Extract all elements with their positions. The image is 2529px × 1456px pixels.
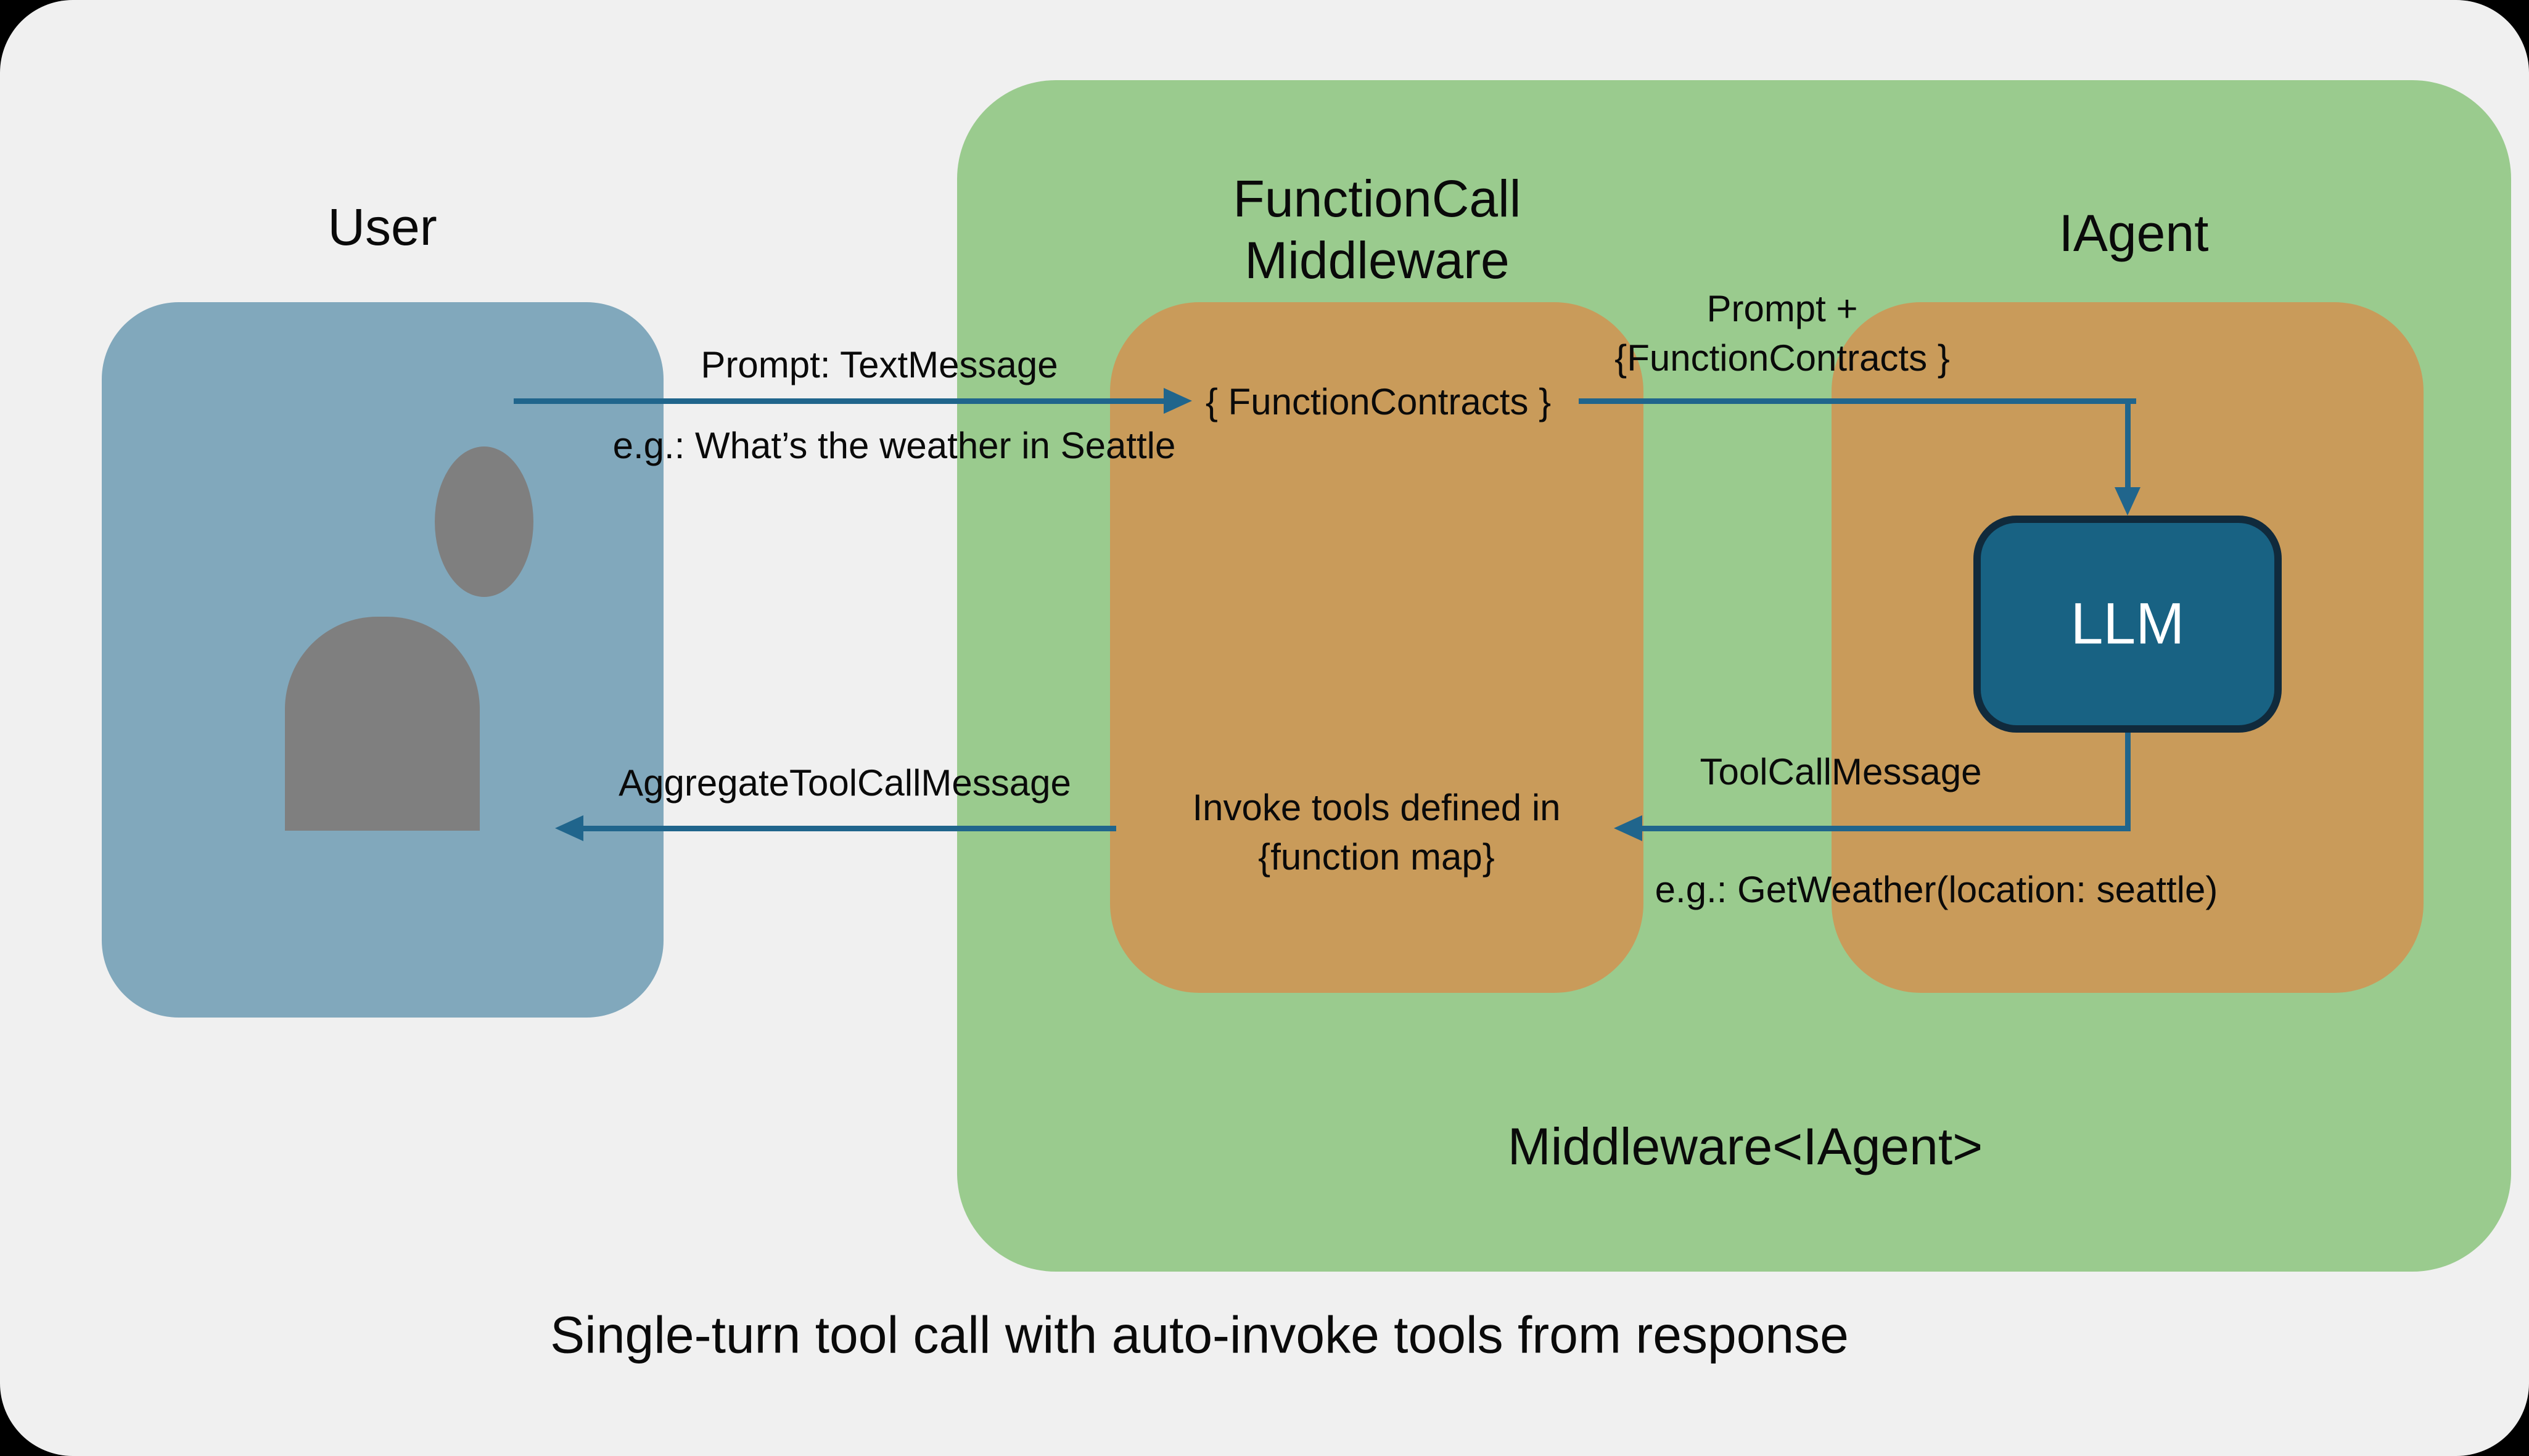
diagram-caption: Single-turn tool call with auto-invoke t…: [550, 1306, 1849, 1364]
arrowhead-left-icon: [555, 815, 583, 841]
arrowhead-right-icon: [1164, 388, 1192, 414]
person-icon: [102, 302, 664, 1018]
llm-label: LLM: [2070, 591, 2185, 657]
tool-call-label: ToolCallMessage: [1700, 751, 1982, 792]
prompt-with-contracts-label: Prompt + {FunctionContracts }: [1614, 288, 1950, 379]
middleware-iagent-label: Middleware<IAgent>: [1507, 1117, 1983, 1175]
user-title: User: [327, 198, 437, 256]
tool-call-example: e.g.: GetWeather(location: seattle): [1655, 869, 2218, 910]
arrowhead-left-icon: [1614, 815, 1642, 841]
function-contracts-label: { FunctionContracts }: [1205, 381, 1552, 422]
person-icon-torso: [285, 617, 480, 831]
llm-node: [1973, 516, 2282, 733]
arrow-shaft: [583, 826, 1116, 831]
arrow-shaft: [2125, 733, 2131, 831]
functioncall-middleware-node: [1110, 302, 1643, 993]
aggregate-tool-call-label: AggregateToolCallMessage: [619, 762, 1071, 804]
person-icon-head: [435, 446, 533, 597]
arrow-shaft: [514, 398, 1166, 404]
functioncall-middleware-title: FunctionCall Middleware: [1233, 170, 1521, 289]
arrow-shaft: [2125, 398, 2131, 488]
iagent-title: IAgent: [2058, 204, 2209, 262]
prompt-arrow-example: e.g.: What’s the weather in Seattle: [612, 425, 1176, 466]
arrowhead-down-icon: [2115, 487, 2140, 516]
arrow-shaft: [1579, 398, 2136, 404]
invoke-tools-label: Invoke tools defined in {function map}: [1192, 787, 1561, 878]
arrow-shaft: [1640, 826, 2131, 831]
prompt-arrow-label: Prompt: TextMessage: [701, 344, 1058, 385]
